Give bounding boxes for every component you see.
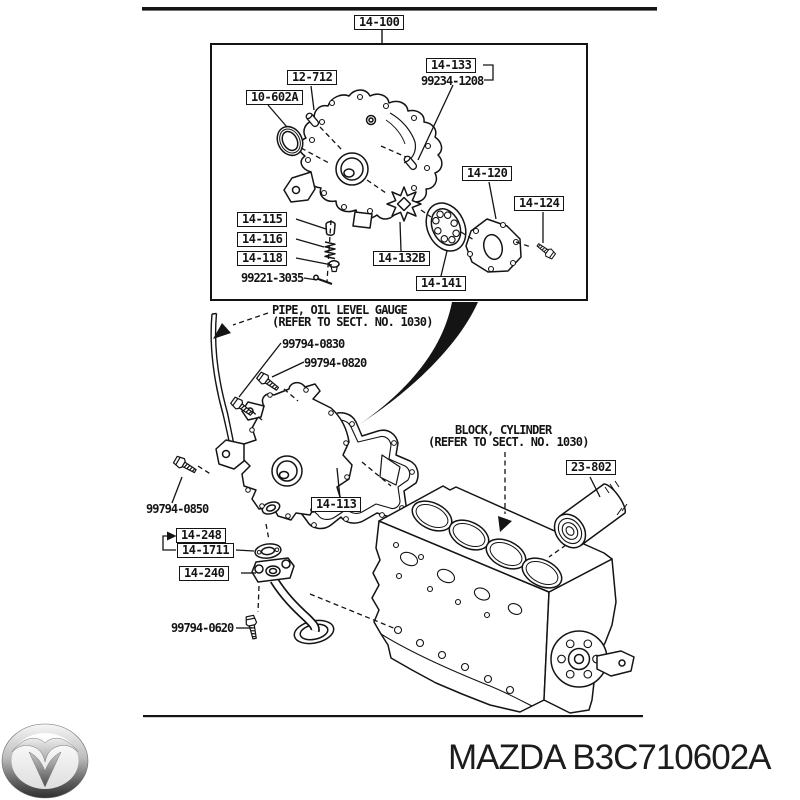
callout-14-116: 14-116 <box>237 232 288 247</box>
block-note-arrowhead <box>498 516 512 532</box>
callout-14-240: 14-240 <box>179 566 230 581</box>
part-number-99794-0830: 99794-0830 <box>282 337 345 351</box>
part-number-99794-0820: 99794-0820 <box>304 356 367 370</box>
mazda-logo <box>1 723 89 799</box>
callout-14-133: 14-133 <box>426 58 477 73</box>
inner-rotor-gear <box>386 186 422 222</box>
relief-plunger <box>325 221 336 236</box>
outer-rotor <box>425 202 467 252</box>
oil-seal <box>276 125 304 157</box>
relief-spring <box>324 241 336 260</box>
cylinder-bores <box>411 500 563 589</box>
callout-14-1711: 14-1711 <box>177 543 235 558</box>
part-number-99794-0620: 99794-0620 <box>171 621 234 635</box>
cylinder-block-drawing <box>371 480 635 714</box>
note-block-cylinder-line2: (REFER TO SECT. NO. 1030) <box>428 435 589 449</box>
note-pipe-oil-level-gauge-line2: (REFER TO SECT. NO. 1030) <box>272 315 433 329</box>
callout-14-115: 14-115 <box>237 212 288 227</box>
part-number-99794-0850: 99794-0850 <box>146 502 209 516</box>
crankshaft-flange <box>550 630 635 688</box>
callout-14-132B: 14-132B <box>373 251 431 266</box>
callout-14-248: 14-248 <box>176 528 227 543</box>
part-number-99234-1208: 99234-1208 <box>421 74 484 88</box>
callout-14-124: 14-124 <box>514 196 565 211</box>
strainer-gasket <box>254 543 282 559</box>
assembly-frame <box>210 30 588 301</box>
part-number-99221-3035: 99221-3035 <box>241 271 304 285</box>
upper-leaders <box>267 64 544 283</box>
page-rules <box>142 7 657 718</box>
bolt-99794-0620 <box>243 614 261 641</box>
callout-14-118: 14-118 <box>237 251 288 266</box>
callout-14-113: 14-113 <box>311 497 362 512</box>
pump-cover <box>465 218 522 273</box>
callout-12-712: 12-712 <box>287 70 338 85</box>
callout-23-802: 23-802 <box>566 460 617 475</box>
lower-leaders <box>162 312 601 630</box>
callout-14-100: 14-100 <box>354 15 405 30</box>
note-block-cylinder-line1: BLOCK, CYLINDER <box>455 423 552 437</box>
oil-filter <box>553 480 628 549</box>
assembly-swoosh-leader <box>359 302 478 425</box>
cotter-pin <box>316 277 333 285</box>
callout-14-141: 14-141 <box>416 276 467 291</box>
pipe-note-arrowhead <box>213 323 231 339</box>
bolt-99794-0850 <box>172 454 199 477</box>
callout-10-602A: 10-602A <box>246 90 304 105</box>
callout-14-248-arrowhead <box>167 531 177 541</box>
oil-strainer <box>251 557 335 645</box>
note-pipe-oil-level-gauge-line1: PIPE, OIL LEVEL GAUGE <box>272 303 408 317</box>
cover-screw-14-124 <box>534 240 557 261</box>
footer-part-title: MAZDA B3C710602A <box>448 738 772 777</box>
oil-pump-exploded-view <box>276 89 557 285</box>
callout-14-120: 14-120 <box>462 166 513 181</box>
